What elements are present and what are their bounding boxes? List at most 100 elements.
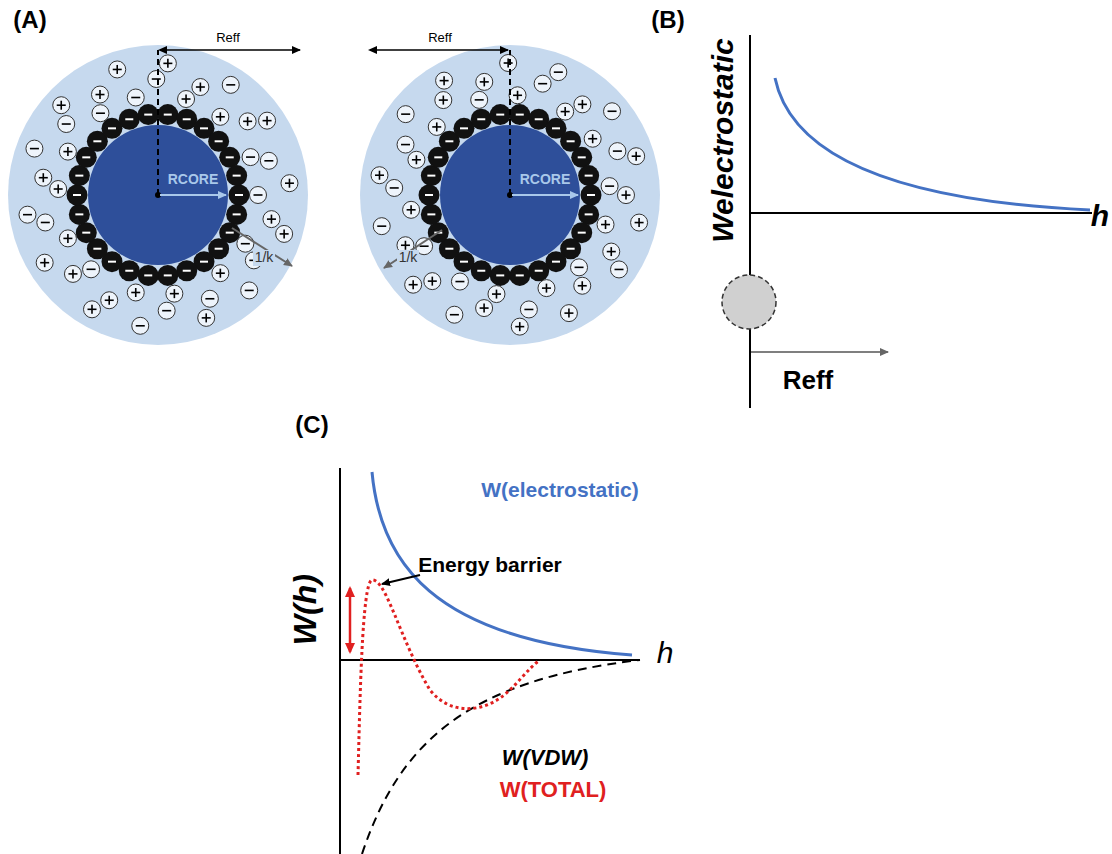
ion-circle: [373, 218, 390, 235]
curve-label: W(VDW): [502, 746, 589, 770]
ion-sign: [41, 222, 50, 224]
particle-group: [8, 45, 660, 345]
surface-charge: [69, 165, 90, 186]
ion-circle: [603, 243, 620, 260]
ion-circle: [192, 79, 209, 96]
ion-circle: [166, 285, 183, 302]
ion-circle: [241, 282, 258, 299]
ion-circle: [222, 76, 239, 93]
ion-circle: [408, 151, 425, 168]
curve-label: W(TOTAL): [500, 778, 607, 802]
ion-circle: [560, 305, 577, 322]
surface-charge-sign: [516, 114, 524, 116]
ion-sign: [91, 305, 93, 314]
ion-circle: [148, 71, 165, 88]
surface-charge-sign: [82, 156, 90, 158]
surface-charge-sign: [108, 127, 116, 129]
ion-sign: [568, 309, 570, 318]
surface-charge-sign: [578, 156, 586, 158]
ion-sign: [254, 194, 263, 196]
surface-charge-sign: [215, 140, 223, 142]
ion-sign: [416, 155, 418, 164]
ion-circle: [59, 230, 76, 247]
surface-charge-sign: [434, 156, 442, 158]
surface-charge-sign: [183, 118, 191, 120]
ion-circle: [611, 261, 628, 278]
ion-circle: [212, 265, 229, 282]
ion-sign: [605, 220, 607, 229]
ion-sign: [67, 147, 69, 156]
ion-sign: [420, 245, 429, 247]
ion-sign: [517, 91, 519, 100]
ion-circle: [92, 105, 109, 122]
ion-circle: [597, 216, 614, 233]
surface-charge-sign: [233, 175, 241, 177]
ion-circle: [571, 259, 588, 276]
surface-charge-sign: [445, 248, 453, 250]
surface-charge: [119, 109, 140, 130]
surface-charge-sign: [226, 232, 234, 234]
surface-charge: [157, 104, 178, 125]
ion-circle: [386, 179, 403, 196]
surface-charge: [419, 185, 440, 206]
ion-circle: [127, 89, 144, 106]
ion-sign: [152, 78, 161, 80]
surface-charge-sign: [93, 248, 101, 250]
surface-charge-sign: [460, 261, 468, 263]
particle-core: [88, 125, 228, 265]
ion-sign: [450, 314, 459, 316]
surface-charge-sign: [567, 140, 575, 142]
ion-sign: [44, 258, 46, 267]
ion-circle: [212, 108, 229, 125]
ion-circle: [451, 273, 468, 290]
ion-sign: [638, 218, 640, 227]
ion-circle: [604, 103, 621, 120]
surface-charge-sign: [200, 127, 208, 129]
ion-sign: [377, 225, 386, 227]
panel-letter: (C): [295, 412, 328, 438]
ion-symbols: [19, 55, 648, 336]
surface-charge-sign: [200, 261, 208, 263]
axis-label: Welectrostatic: [706, 38, 739, 243]
vdw-curve: [362, 660, 640, 854]
ion-sign: [167, 59, 169, 68]
surface-charge-sign: [578, 232, 586, 234]
surface-charge-sign: [215, 248, 223, 250]
ion-circle: [435, 92, 452, 109]
ion-sign: [23, 214, 32, 216]
ion-circle: [201, 290, 218, 307]
diffuse-layer: [360, 45, 660, 345]
panel-b: [722, 35, 1092, 408]
core-radius-label: RCORE: [168, 172, 219, 187]
ion-sign: [99, 90, 101, 99]
surface-charge: [219, 147, 240, 168]
surface-charge: [67, 185, 88, 206]
ion-sign: [266, 116, 268, 125]
surface-charge-sign: [496, 274, 504, 276]
ion-circle: [476, 300, 493, 317]
ion-circle: [109, 61, 126, 78]
ion-circle: [509, 87, 526, 104]
barrier-height-arrow: [349, 620, 352, 652]
ion-circle: [53, 97, 70, 114]
surface-charge-sign: [535, 270, 543, 272]
ion-sign: [519, 322, 521, 331]
ion-circle: [424, 273, 441, 290]
ion-sign: [72, 269, 74, 278]
ion-sign: [220, 269, 222, 278]
core-radius-label: RCORE: [520, 172, 571, 187]
ion-sign: [30, 148, 39, 150]
ion-sign: [412, 280, 414, 289]
core-radius-arrow: [512, 194, 578, 196]
surface-charge-sign: [125, 118, 133, 120]
surface-charges: [67, 104, 602, 286]
ion-circle: [628, 148, 645, 165]
surface-charge-sign: [535, 118, 543, 120]
electrostatic-curve: [775, 78, 1090, 210]
panel-letter: (A): [13, 7, 46, 33]
dimension-label: Reff: [428, 31, 452, 45]
ion-sign: [226, 84, 235, 86]
surface-charge: [226, 165, 247, 186]
ion-circle: [436, 72, 453, 89]
